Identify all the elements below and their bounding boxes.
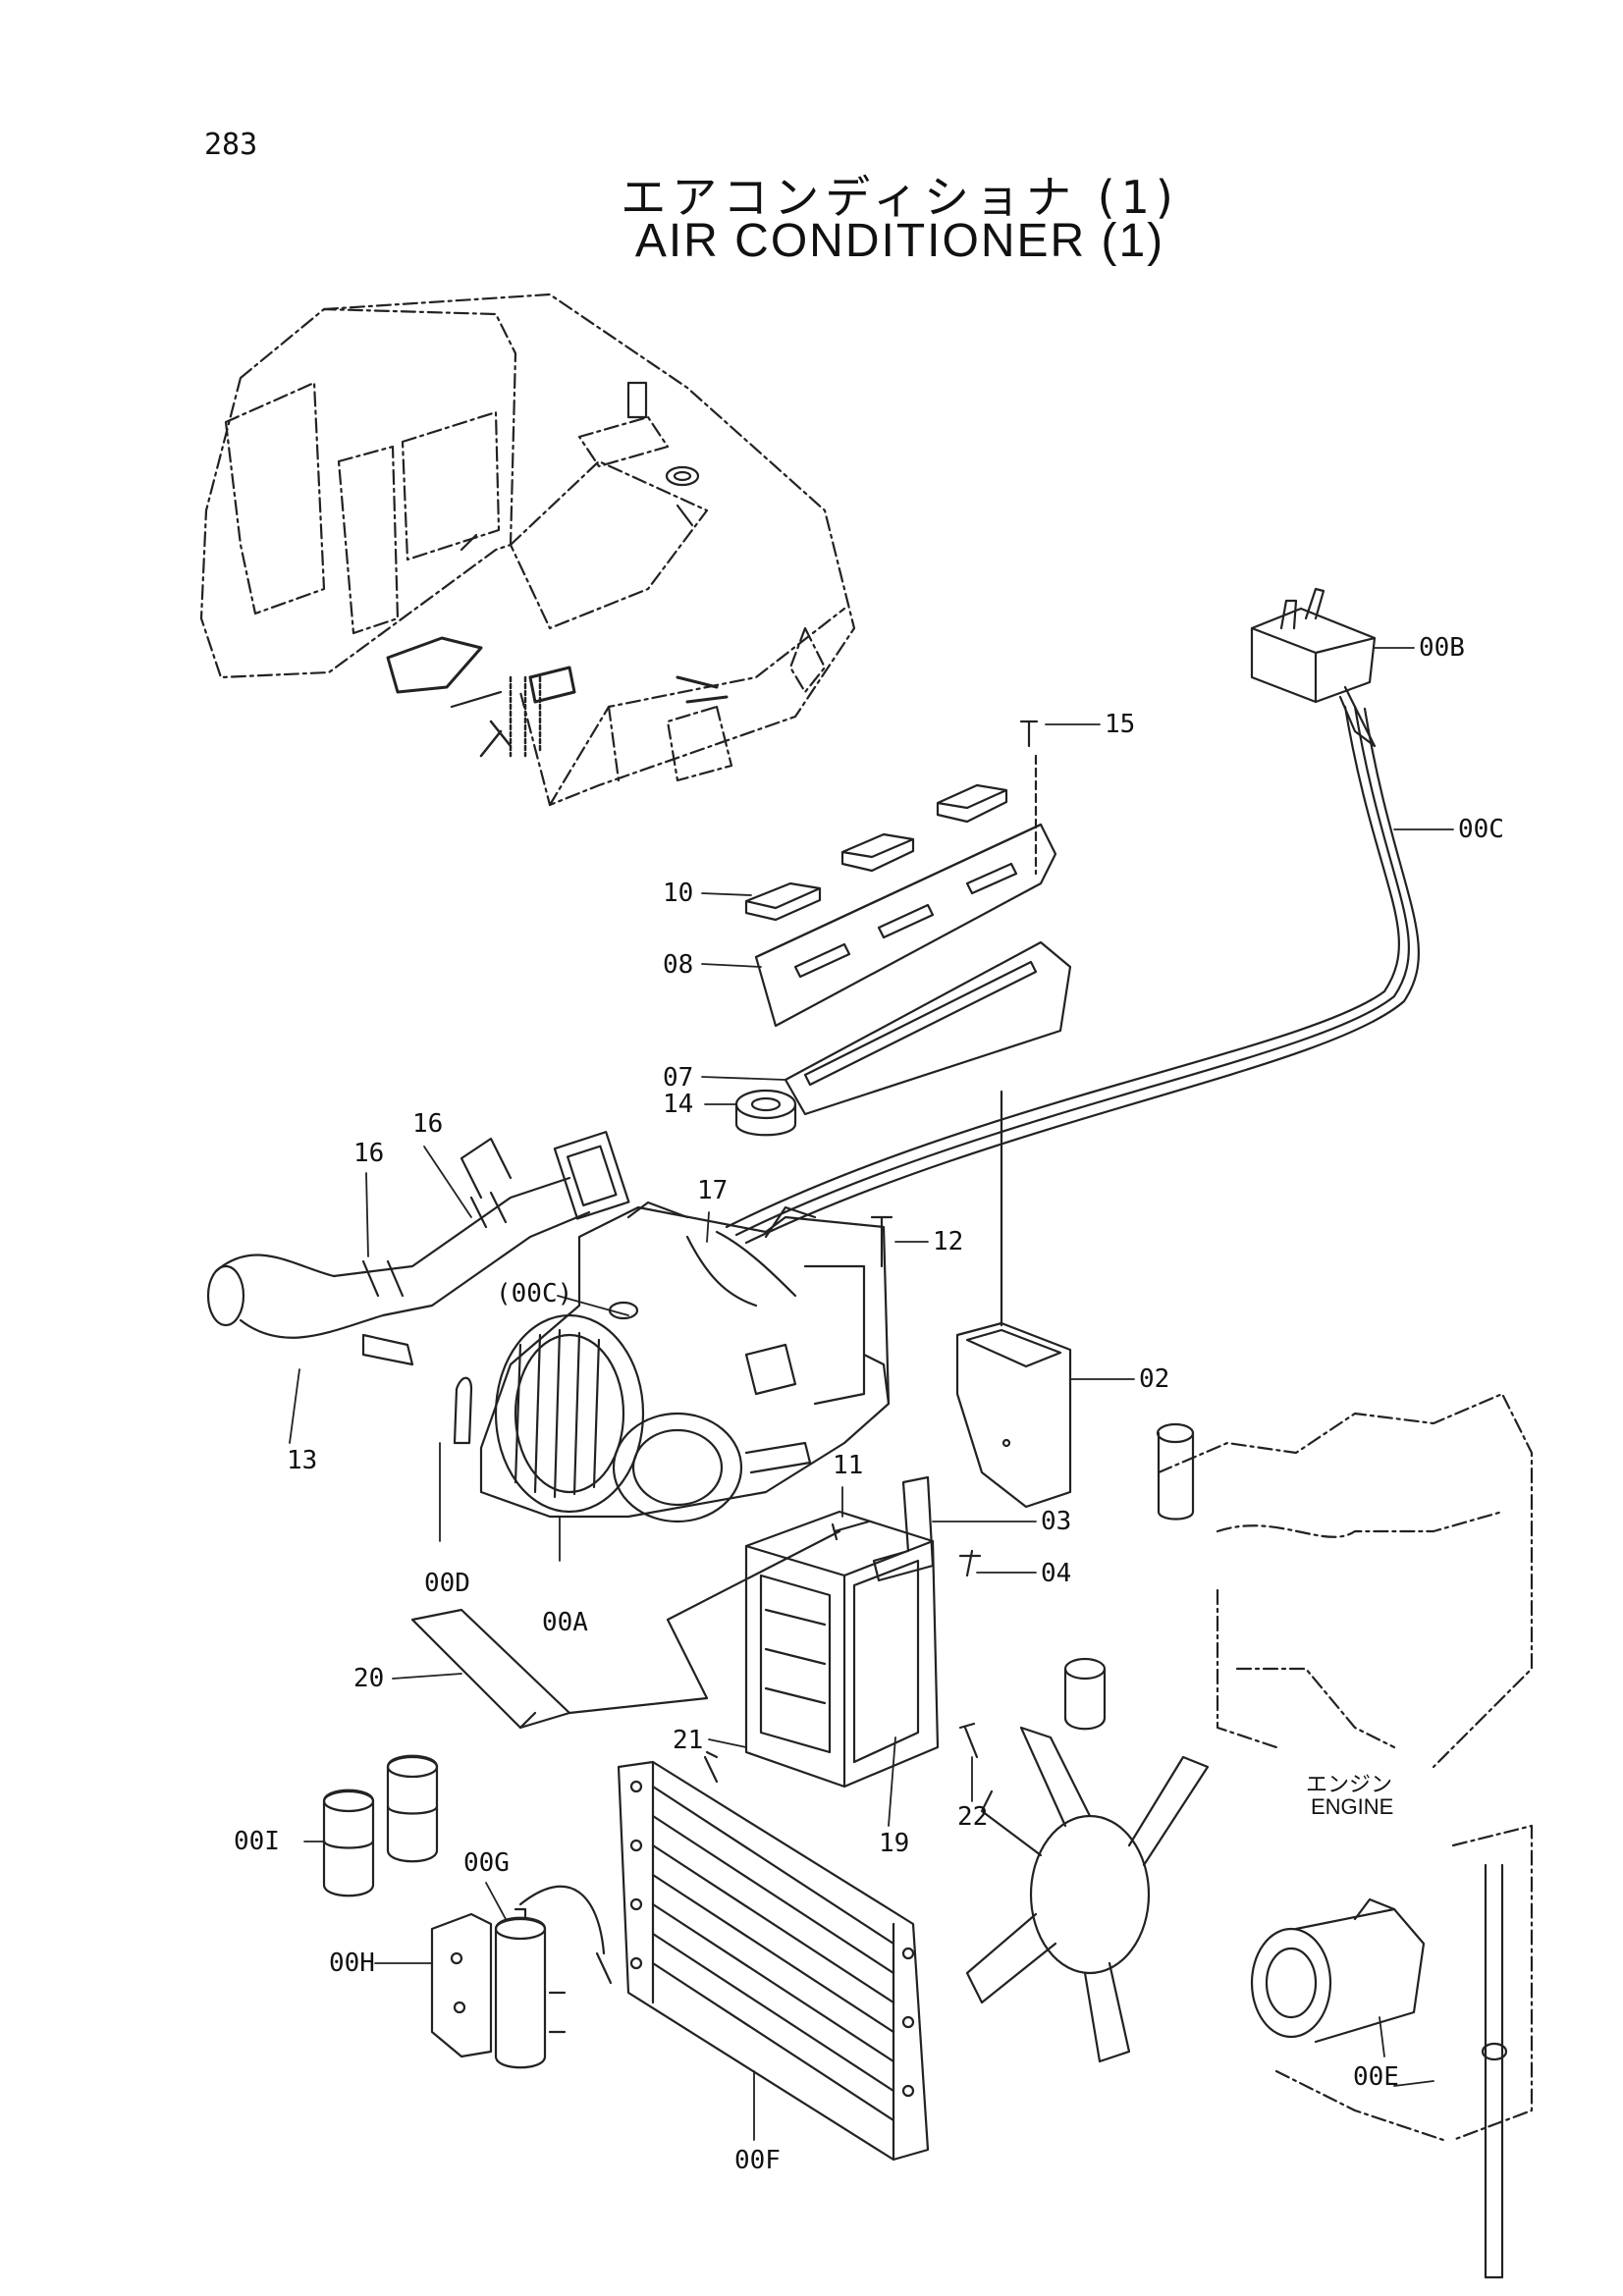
evaporator-19 xyxy=(744,1510,940,1789)
duct-02 xyxy=(955,1321,1072,1509)
ac-unit-00a xyxy=(479,1201,891,1523)
page-number: 283 xyxy=(204,128,258,162)
filters-00i xyxy=(322,1754,439,1897)
excavator-overview xyxy=(199,293,856,807)
callout-00i: 00I xyxy=(234,1827,280,1856)
louvre-grilles-10 xyxy=(744,783,1008,922)
callout-19: 19 xyxy=(879,1829,910,1858)
callout-11: 11 xyxy=(833,1451,864,1480)
callout-00h: 00H xyxy=(329,1949,375,1978)
callout-04: 04 xyxy=(1041,1559,1072,1588)
callout-03: 03 xyxy=(1041,1507,1072,1536)
callout-21: 21 xyxy=(673,1726,704,1755)
duct-07 xyxy=(784,940,1072,1327)
callout-00f: 00F xyxy=(734,2146,781,2175)
excavator-details xyxy=(386,381,729,758)
callout-00g: 00G xyxy=(463,1848,510,1878)
control-panel-00b xyxy=(1250,587,1377,748)
callout-07: 07 xyxy=(663,1063,694,1093)
bracket-00h xyxy=(430,1912,567,2058)
drain-hose-00d xyxy=(453,1376,473,1445)
receiver-dryer-00g xyxy=(494,1885,613,2069)
plate-20 xyxy=(410,1529,841,1730)
hose-13 xyxy=(206,1131,630,1366)
callout-15: 15 xyxy=(1105,710,1136,739)
compressor-00e xyxy=(1250,1897,1426,2044)
callout-13: 13 xyxy=(287,1446,318,1475)
callout-00e: 00E xyxy=(1353,2062,1399,2092)
callout-16-lower: 16 xyxy=(353,1139,385,1168)
callout-00a: 00A xyxy=(542,1608,588,1637)
callout-12: 12 xyxy=(933,1227,964,1256)
callout-16-upper: 16 xyxy=(412,1109,444,1139)
bolts xyxy=(703,720,1039,1784)
callout-22: 22 xyxy=(957,1802,989,1832)
engine-tank xyxy=(1063,1422,1195,1731)
seal-14 xyxy=(734,1089,797,1137)
title-english: AIR CONDITIONER (1) xyxy=(634,215,1165,267)
title-japanese: エアコンディショナ (1) xyxy=(621,171,1179,224)
callout-00c: 00C xyxy=(1458,815,1504,844)
engine xyxy=(1157,1392,1534,2142)
dipstick-tube xyxy=(1481,1863,1508,2279)
callout-17: 17 xyxy=(697,1176,729,1205)
callout-10: 10 xyxy=(663,879,694,908)
duct-cover-08 xyxy=(754,754,1057,1028)
bracket-03 xyxy=(872,1475,935,1582)
condenser-00f xyxy=(617,1760,930,2162)
fan xyxy=(965,1726,1210,2063)
callout-20: 20 xyxy=(353,1664,385,1693)
callout-00d: 00D xyxy=(424,1569,470,1598)
leader-lines xyxy=(289,647,1454,2141)
callout-14: 14 xyxy=(663,1090,694,1119)
callout-00b: 00B xyxy=(1419,633,1465,663)
callout-02: 02 xyxy=(1139,1364,1170,1394)
callout-00c-ref: (00C) xyxy=(496,1279,573,1308)
engine-label-jp: エンジン xyxy=(1306,1772,1393,1796)
callout-08: 08 xyxy=(663,950,694,980)
cable-00c xyxy=(725,705,1420,1245)
engine-label-en: ENGINE xyxy=(1311,1794,1394,1819)
